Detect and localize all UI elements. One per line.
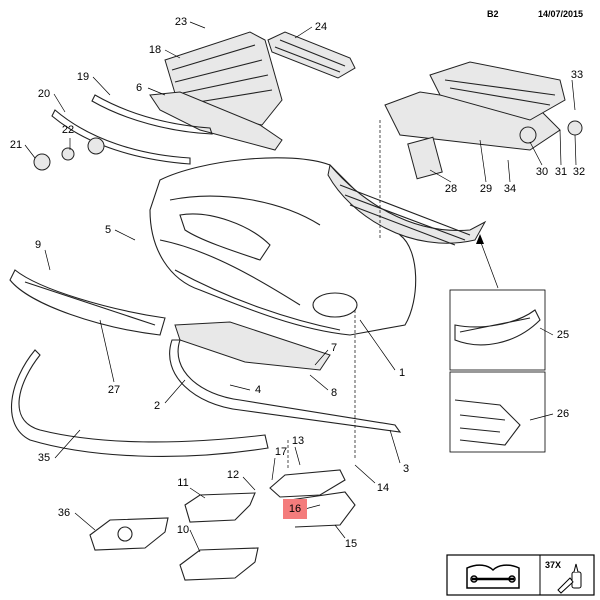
part-grille-strip-lower xyxy=(51,109,191,165)
callout-9[interactable]: 9 xyxy=(35,239,41,251)
part-grille-insert xyxy=(267,31,356,79)
callout-1[interactable]: 1 xyxy=(399,367,405,379)
part-badge-21 xyxy=(33,153,51,171)
callout-23[interactable]: 23 xyxy=(175,16,187,28)
legend-box: 37X xyxy=(446,554,595,596)
part-fog-bezels xyxy=(89,469,356,581)
leader-lines xyxy=(24,21,577,553)
callout-20[interactable]: 20 xyxy=(38,88,50,100)
callout-28[interactable]: 28 xyxy=(445,183,457,195)
part-lower-trim xyxy=(169,339,402,433)
callout-24[interactable]: 24 xyxy=(315,21,327,33)
callout-11[interactable]: 11 xyxy=(177,477,188,489)
diagram-date: 14/07/2015 xyxy=(538,9,583,19)
callout-19[interactable]: 19 xyxy=(77,71,89,83)
part-lower-grille xyxy=(327,163,487,246)
callout-6[interactable]: 6 xyxy=(136,82,142,94)
part-upper-bracket xyxy=(384,61,583,180)
callout-32[interactable]: 32 xyxy=(573,166,585,178)
callout-14[interactable]: 14 xyxy=(377,482,389,494)
callout-17[interactable]: 17 xyxy=(275,446,287,458)
part-front-bumper xyxy=(149,157,417,336)
callout-5[interactable]: 5 xyxy=(105,224,111,236)
callout-4[interactable]: 4 xyxy=(255,384,261,396)
callout-13[interactable]: 13 xyxy=(292,435,304,447)
callout-7[interactable]: 7 xyxy=(331,342,337,354)
callout-36[interactable]: 36 xyxy=(58,507,70,519)
diagram-code: B2 xyxy=(487,9,499,19)
detail-box-26 xyxy=(449,371,546,453)
callout-10[interactable]: 10 xyxy=(177,524,189,536)
callout-15[interactable]: 15 xyxy=(345,538,357,550)
detail-box-25 xyxy=(449,289,546,371)
callout-26[interactable]: 26 xyxy=(557,408,569,420)
callout-16[interactable]: 16 xyxy=(289,503,301,515)
part-underbody-shield xyxy=(174,321,331,371)
part-upper-grille xyxy=(149,31,283,151)
callout-33[interactable]: 33 xyxy=(571,69,583,81)
callout-8[interactable]: 8 xyxy=(331,387,337,399)
adhesive-label: 37X xyxy=(545,560,561,570)
callout-35[interactable]: 35 xyxy=(38,452,50,464)
callout-21[interactable]: 21 xyxy=(10,139,22,151)
part-lower-spoiler xyxy=(10,349,269,457)
callout-3[interactable]: 3 xyxy=(403,463,409,475)
callout-27[interactable]: 27 xyxy=(108,384,120,396)
callout-31[interactable]: 31 xyxy=(555,166,567,178)
repair-manual-icon xyxy=(466,564,520,589)
callout-18[interactable]: 18 xyxy=(149,44,161,56)
part-grille-strip-upper xyxy=(91,94,213,135)
part-clip-22 xyxy=(61,147,75,161)
callout-25[interactable]: 25 xyxy=(557,329,569,341)
callout-34[interactable]: 34 xyxy=(504,183,516,195)
callout-29[interactable]: 29 xyxy=(480,183,492,195)
part-lower-strip xyxy=(9,269,166,336)
adhesive-bottle-icon xyxy=(557,563,582,594)
callout-2[interactable]: 2 xyxy=(154,400,160,412)
callout-12[interactable]: 12 xyxy=(227,469,239,481)
callout-30[interactable]: 30 xyxy=(536,166,548,178)
part-emblem xyxy=(87,137,105,155)
callout-22[interactable]: 22 xyxy=(62,124,74,136)
highlight-16 xyxy=(283,499,307,519)
